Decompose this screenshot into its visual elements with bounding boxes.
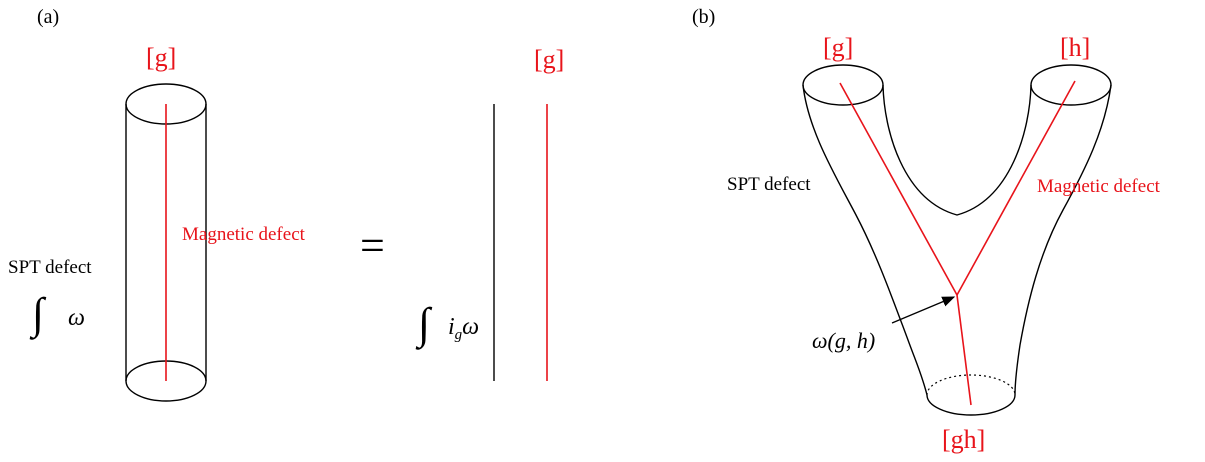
spt-defect-label-a: SPT defect [8,257,92,278]
junction-cocycle-label: ω(g, h) [812,328,875,353]
bottom-opening-front [926,394,1016,416]
equals-sign: = [360,221,385,270]
bottom-magnetic-line [956,294,972,406]
left-charge-label-b: [g] [823,33,853,62]
right-opening-ellipse [1030,64,1112,106]
magnetic-defect-label-b: Magnetic defect [1037,176,1161,197]
bottom-opening-back [926,374,1016,396]
right-charge-label-b: [h] [1060,33,1090,62]
rhs-charge-label: [g] [534,45,564,74]
magnetic-defect-lines-b [839,80,1076,406]
inner-crotch-contour [882,84,1032,216]
outer-left-contour [802,84,928,396]
panel-a-label: (a) [37,6,59,28]
top-charge-label-a: [g] [146,43,176,72]
panel-b-label: (b) [692,6,715,28]
pants-surface [802,64,1112,416]
spt-defect-label-b: SPT defect [727,174,811,195]
contraction-expression: igω [448,314,479,343]
left-opening-ellipse [802,64,884,106]
integral-sign-a: ∫ [29,289,47,340]
right-magnetic-line [956,80,1076,296]
bottom-charge-label-b: [gh] [942,425,985,454]
outer-right-contour [1014,84,1112,396]
integral-sign-rhs: ∫ [415,299,433,350]
omega-a: ω [68,305,85,331]
junction-arrow [891,296,956,324]
magnetic-defect-label-a: Magnetic defect [182,224,306,245]
left-magnetic-line [839,82,958,296]
